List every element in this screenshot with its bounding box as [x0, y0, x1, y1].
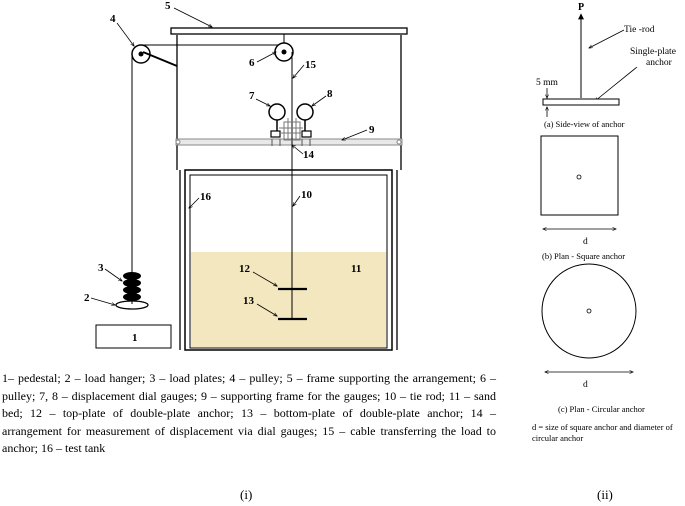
- label-15: 15: [305, 59, 317, 71]
- label-16: 16: [200, 191, 212, 203]
- load-plates: [123, 272, 141, 301]
- anchor-label-line1: Single-plate: [630, 47, 676, 57]
- panel-ii-anchor-details: P Tie -rod Single-plate anchor 5 mm (a) …: [536, 2, 676, 414]
- pulley-4-bracket: [142, 51, 178, 67]
- label-5: 5: [165, 0, 171, 12]
- dial-gauge-8: [296, 103, 314, 121]
- displacement-measurement-arrangement: [270, 118, 312, 146]
- pedestal: [95, 324, 172, 349]
- anchor-label-line2: anchor: [646, 58, 673, 68]
- label-11: 11: [351, 263, 361, 275]
- apparatus-legend: 1– pedestal; 2 – load hanger; 3 – load p…: [2, 371, 496, 456]
- thickness-label: 5 mm: [536, 78, 559, 88]
- caption-a: (a) Side-view of anchor: [544, 119, 625, 129]
- label-14: 14: [303, 149, 315, 161]
- label-12: 12: [239, 263, 251, 275]
- load-hanger: [115, 300, 149, 310]
- test-tank-inner: [189, 174, 388, 349]
- dial-gauge-7: [268, 103, 286, 121]
- dimension-note: d = size of square anchor and diameter o…: [532, 422, 673, 443]
- panel-i-apparatus: 1 2 3 4 5 6 7 8 9 10 11 12 13 14 15 16: [84, 0, 408, 351]
- panel-label-ii: (ii): [597, 487, 613, 502]
- sand-bed: [191, 252, 386, 347]
- test-tank: [184, 169, 393, 351]
- label-9: 9: [369, 124, 375, 136]
- label-3: 3: [98, 262, 104, 274]
- force-label: P: [578, 2, 584, 13]
- dim-b-label: d: [583, 237, 588, 247]
- anchor-side-view-plate: [542, 98, 620, 106]
- label-4: 4: [110, 13, 116, 25]
- caption-c: (c) Plan - Circular anchor: [558, 404, 645, 414]
- label-1: 1: [132, 332, 138, 344]
- label-7: 7: [249, 90, 255, 102]
- panel-label-i: (i): [240, 487, 253, 502]
- label-10: 10: [301, 189, 313, 201]
- tie-rod-label: Tie -rod: [624, 25, 655, 35]
- frame-top-beam: [170, 27, 408, 35]
- label-8: 8: [327, 88, 333, 100]
- label-2: 2: [84, 292, 90, 304]
- dim-c-label: d: [583, 380, 588, 390]
- label-6: 6: [249, 57, 255, 69]
- label-13: 13: [243, 295, 255, 307]
- caption-b: (b) Plan - Square anchor: [542, 251, 625, 261]
